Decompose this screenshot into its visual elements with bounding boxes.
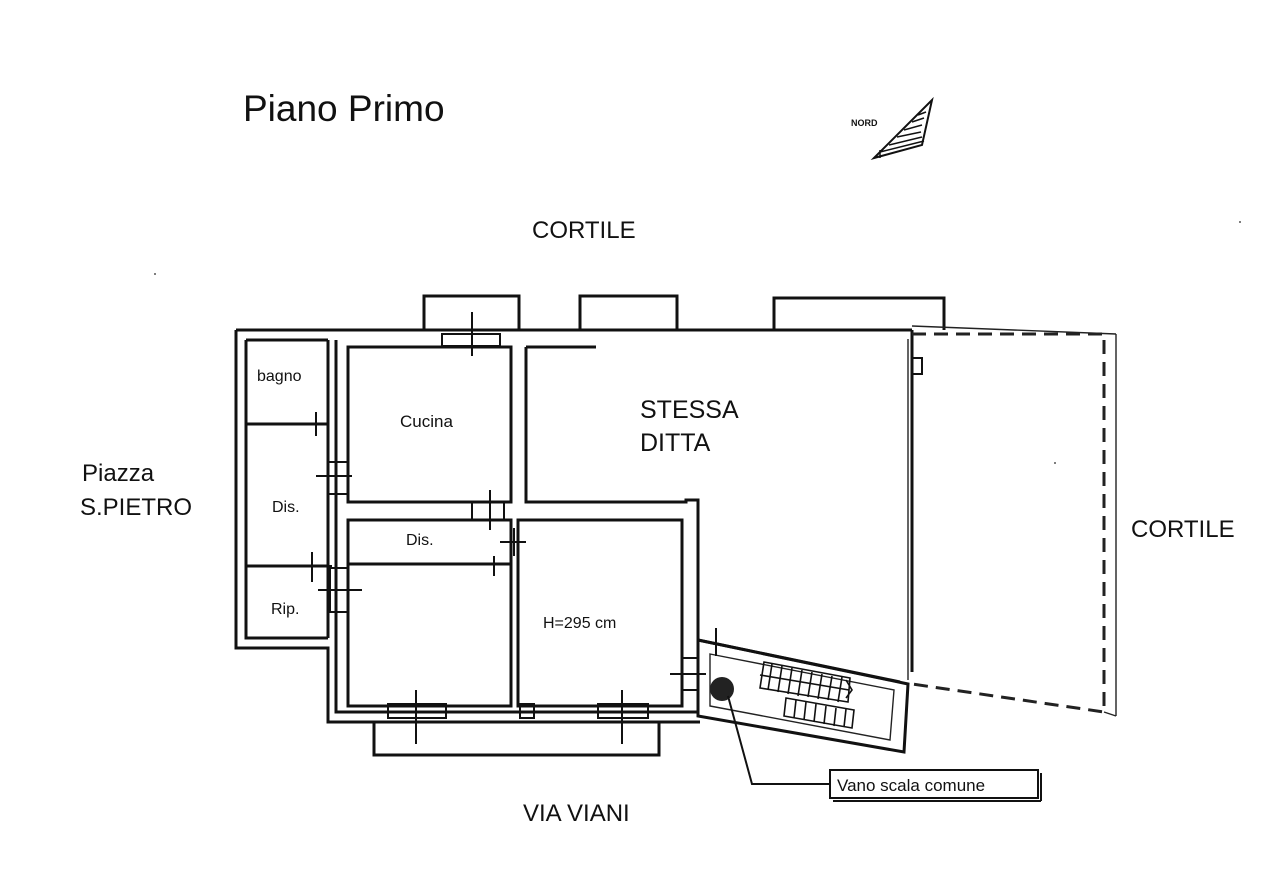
label-piazza: Piazza <box>82 460 155 487</box>
room-dis-middle: Dis. <box>406 532 434 549</box>
stairs <box>759 661 855 729</box>
door-markers <box>296 312 923 744</box>
room-dis-left: Dis. <box>272 499 300 516</box>
label-cortile-top: CORTILE <box>532 217 636 244</box>
callout-text: Vano scala comune <box>837 776 985 795</box>
label-via-viani: VIA VIANI <box>523 800 630 827</box>
north-arrow-icon <box>870 96 934 160</box>
plan-title: Piano Primo <box>243 88 445 129</box>
room-height: H=295 cm <box>543 615 616 632</box>
room-bagno: bagno <box>257 368 302 385</box>
room-cucina: Cucina <box>400 412 453 431</box>
compass-label: NORD <box>851 118 878 128</box>
room-rip: Rip. <box>271 601 299 618</box>
room-stessa: STESSA <box>640 396 739 424</box>
label-s-pietro: S.PIETRO <box>80 494 192 521</box>
stairwell-marker <box>710 677 734 701</box>
callout-box <box>829 769 1039 799</box>
building-walls <box>234 294 1117 757</box>
callout-leader <box>727 695 830 785</box>
room-ditta: DITTA <box>640 429 711 457</box>
label-cortile-right: CORTILE <box>1131 516 1235 543</box>
